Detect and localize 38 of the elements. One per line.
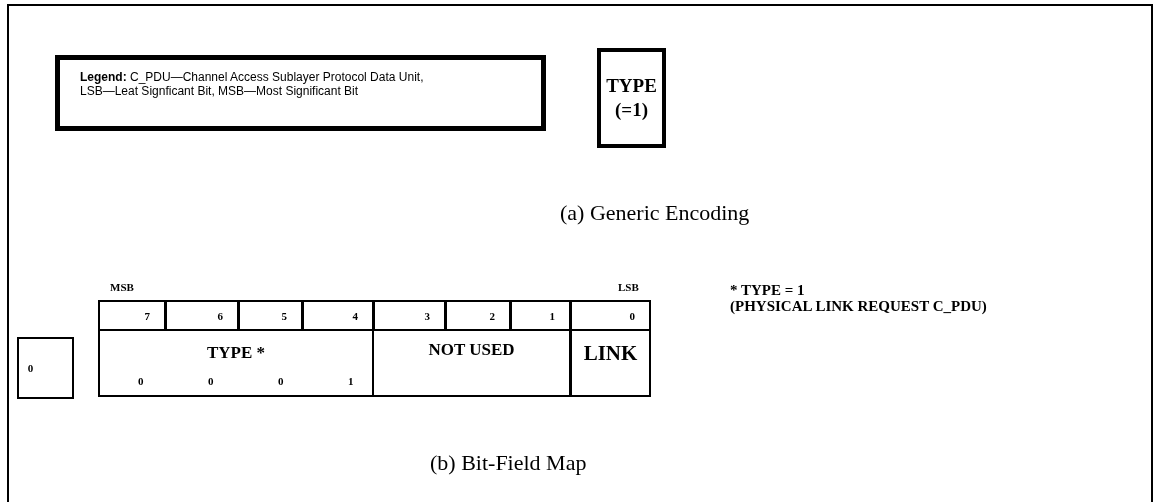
- bit-value: 0: [27, 362, 34, 374]
- type-field-cell: [98, 329, 374, 397]
- bit-number: 7: [144, 309, 150, 322]
- bit-number-cell: [238, 300, 303, 331]
- footnote: * TYPE = 1: [730, 282, 805, 299]
- bit-number: 3: [424, 309, 430, 322]
- bit-value: 0: [208, 375, 214, 387]
- bit-number: 5: [281, 309, 287, 322]
- field-cell: [570, 329, 651, 397]
- caption: (a) Generic Encoding: [560, 200, 750, 226]
- bit-number-cell: [570, 300, 651, 331]
- bit-number: 4: [352, 309, 358, 322]
- legend-text: Legend: C_PDU—Channel Access Sublayer Protocol Data Unit, LSB—Leat Signficant Bit, MSB—Most Significant Bit: [80, 70, 425, 98]
- bit-number: 1: [549, 309, 555, 322]
- type-field-box: [597, 48, 666, 148]
- bit-order-label: MSB: [110, 281, 134, 293]
- bit-number: 6: [217, 309, 223, 322]
- field-name: LINK: [583, 340, 638, 366]
- footnote: (PHYSICAL LINK REQUEST C_PDU): [730, 298, 987, 315]
- field-name: NOT USED: [428, 340, 515, 360]
- bit-value: 0: [138, 375, 144, 387]
- bit-number-cell: [302, 300, 374, 331]
- bit-number-cell: [510, 300, 571, 331]
- bit-box: [17, 337, 74, 399]
- bit-number-cell: [98, 300, 166, 331]
- bit-order-label: LSB: [618, 281, 639, 293]
- bit-number-cell: [373, 300, 446, 331]
- bit-number-cell: [165, 300, 239, 331]
- caption: (b) Bit-Field Map: [430, 450, 587, 476]
- bit-value: 0: [278, 375, 284, 387]
- legend-box: [55, 55, 546, 131]
- field-cell: [372, 329, 571, 397]
- field-name: TYPE (=1): [605, 74, 658, 122]
- bit-value: 1: [348, 375, 354, 387]
- bit-number-cell: [445, 300, 511, 331]
- bit-number: 2: [489, 309, 495, 322]
- bit-number: 0: [629, 309, 635, 322]
- field-name: TYPE *: [205, 343, 267, 363]
